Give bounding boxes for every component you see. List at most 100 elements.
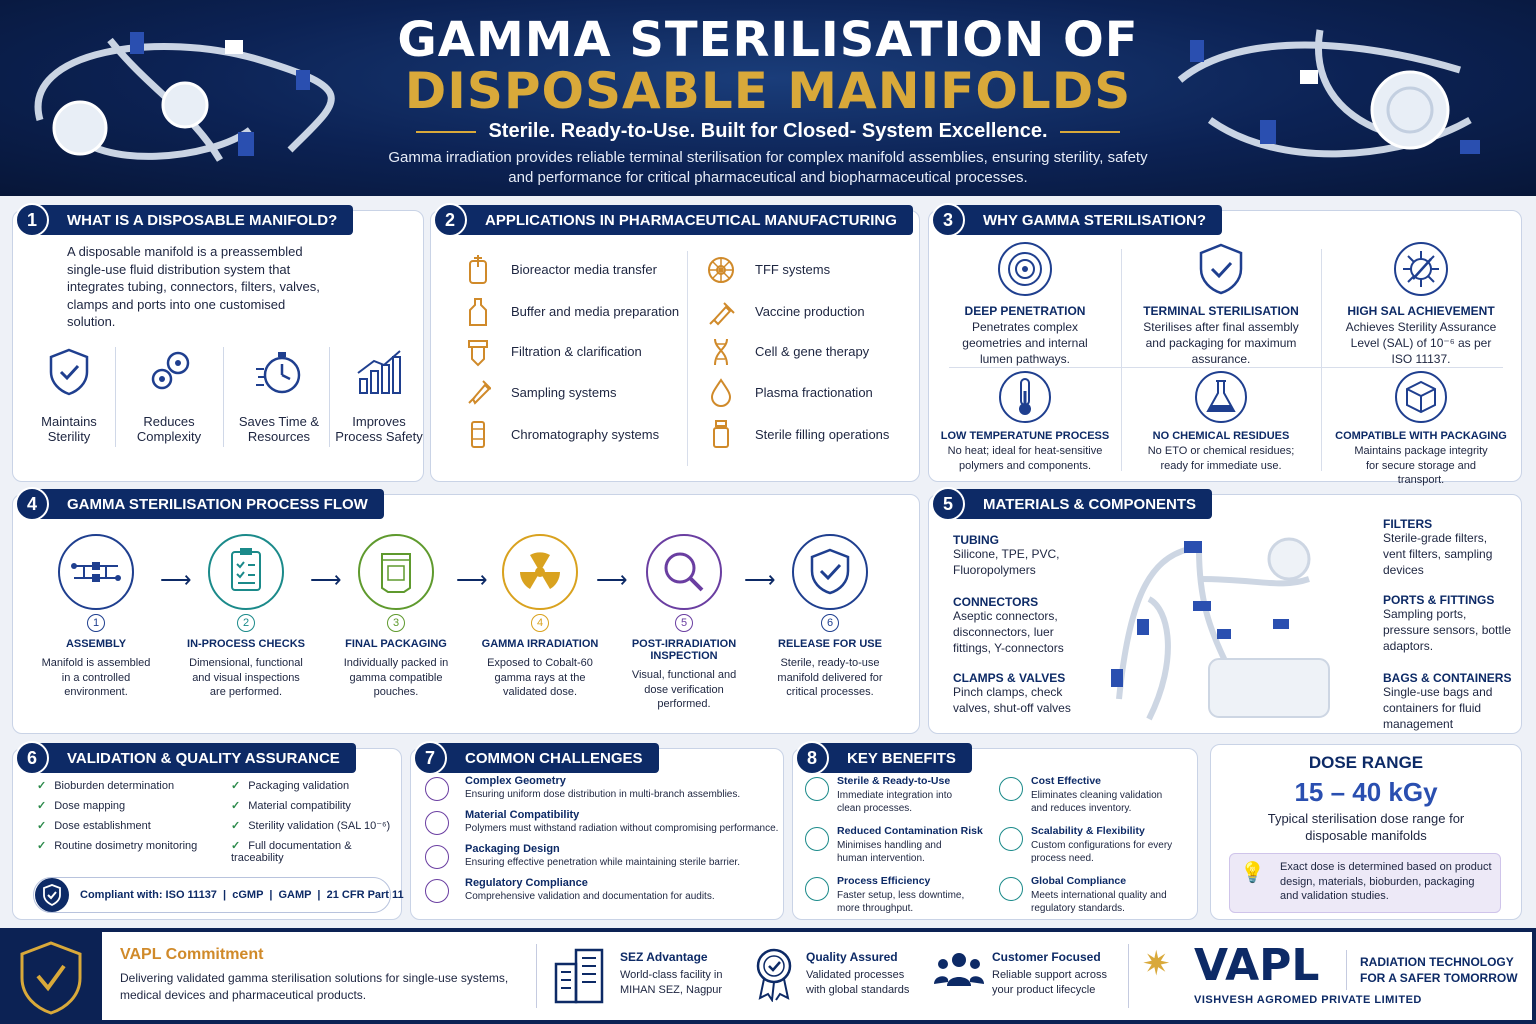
- benefit-title: Cost Effective: [1031, 775, 1102, 787]
- shield-check-icon: [805, 777, 829, 801]
- section-number: 2: [433, 203, 467, 237]
- tff-icon: [707, 255, 735, 290]
- benefit-text: Minimises handling and human interventio…: [837, 840, 942, 864]
- validation-item: ✓Material compatibility: [231, 800, 351, 812]
- challenge-title: Complex Geometry: [465, 775, 566, 787]
- application-item: Plasma fractionation: [755, 385, 873, 400]
- arrow-right-icon: ⟶: [310, 567, 342, 592]
- challenge-text: Polymers must withstand radiation withou…: [465, 823, 779, 834]
- step-number: 5: [675, 614, 693, 632]
- why-text: Sterilises after final assembly and pack…: [1143, 320, 1299, 366]
- section-title: GAMMA STERILISATION PROCESS FLOW: [67, 496, 368, 513]
- feature-row: Maintains Sterility Reduces Complexity S…: [13, 347, 425, 457]
- clipboard-icon: [231, 548, 261, 591]
- hero-title-line1: GAMMA STERILISATION OF: [397, 12, 1139, 68]
- flask-icon: [805, 827, 829, 851]
- validation-item: ✓Dose mapping: [37, 800, 126, 812]
- filter-icon: [465, 337, 491, 372]
- application-item: Vaccine production: [755, 304, 865, 319]
- divider: [1346, 950, 1347, 990]
- bottle-icon: [465, 297, 491, 332]
- dose-range-panel: DOSE RANGE 15 – 40 kGy Typical sterilisa…: [1210, 744, 1522, 920]
- divider: [949, 367, 1503, 368]
- coin-icon: [999, 777, 1023, 801]
- step-checks-circle: [208, 534, 284, 610]
- section-number: 4: [15, 487, 49, 521]
- material-text: Single-use bags and containers for fluid…: [1383, 685, 1493, 731]
- validation-item: ✓Full documentation & traceability: [231, 840, 352, 864]
- section-number: 7: [413, 741, 447, 775]
- material-text: Sampling ports, pressure sensors, bottle…: [1383, 607, 1512, 653]
- target-icon: [998, 242, 1052, 296]
- brand-full-name: VISHVESH AGROMED PRIVATE LIMITED: [1194, 994, 1422, 1006]
- lightbulb-icon: 💡: [1240, 862, 1265, 884]
- footer-item-title: Quality Assured: [806, 950, 898, 964]
- award-icon: [756, 948, 792, 1002]
- application-item: Buffer and media preparation: [511, 304, 680, 319]
- step-title: RELEASE FOR USE: [778, 638, 882, 650]
- radiation-icon: [520, 552, 560, 589]
- application-item: Bioreactor media transfer: [511, 262, 657, 277]
- validation-item: ✓Dose establishment: [37, 820, 151, 832]
- commitment-title: VAPL Commitment: [120, 946, 264, 963]
- material-title: FILTERS: [1383, 517, 1433, 531]
- challenge-title: Packaging Design: [465, 843, 560, 855]
- speedometer-icon: [805, 877, 829, 901]
- hero-description: Gamma irradiation provides reliable term…: [388, 149, 1148, 186]
- thermometer-icon: [999, 371, 1051, 423]
- why-compatible-packaging: COMPATIBLE WITH PACKAGING Maintains pack…: [1321, 371, 1521, 490]
- network-icon: [999, 827, 1023, 851]
- why-no-chemical: NO CHEMICAL RESIDUES No ETO or chemical …: [1121, 371, 1321, 475]
- material-bags: BAGS & CONTAINERS Single-use bags and co…: [1383, 671, 1513, 732]
- step-title: ASSEMBLY: [65, 638, 127, 650]
- bioreactor-icon: [465, 255, 491, 290]
- material-text: Silicone, TPE, PVC, Fluoropolymers: [953, 547, 1060, 577]
- box-icon: [1395, 371, 1447, 423]
- hero-tagline: Sterile. Ready-to-Use. Built for Closed-…: [0, 120, 1536, 143]
- step-number: 4: [531, 614, 549, 632]
- material-title: PORTS & FITTINGS: [1383, 593, 1495, 607]
- footer-item-text: World-class facility in MIHAN SEZ, Nagpu…: [620, 969, 723, 997]
- check-icon: ✓: [37, 800, 47, 812]
- divider: [115, 347, 116, 447]
- step-number: 1: [87, 614, 105, 632]
- challenge-text: Ensuring uniform dose distribution in mu…: [465, 789, 741, 800]
- check-icon: ✓: [231, 800, 241, 812]
- benefit-text: Faster setup, less downtime, more throug…: [837, 890, 965, 914]
- feature-label: Maintains Sterility: [41, 414, 97, 444]
- section-number: 1: [15, 203, 49, 237]
- footer-item-text: Validated processes with global standard…: [806, 969, 910, 997]
- why-text: Achieves Sterility Assurance Level (SAL)…: [1345, 320, 1497, 366]
- application-item: Sampling systems: [511, 385, 617, 400]
- compliance-text: Compliant with: ISO 11137 | cGMP | GAMP …: [80, 889, 404, 901]
- material-title: BAGS & CONTAINERS: [1383, 671, 1512, 685]
- flask-icon: [1195, 371, 1247, 423]
- why-text: Maintains package integrity for secure s…: [1354, 445, 1488, 487]
- section-title: WHY GAMMA STERILISATION?: [983, 212, 1207, 229]
- step-title: POST-IRRADIATION INSPECTION: [631, 638, 737, 662]
- why-title: TERMINAL STERILISATION: [1143, 304, 1299, 318]
- feature-saves-time: Saves Time & Resources: [227, 347, 331, 444]
- arrow-right-icon: ⟶: [456, 567, 488, 592]
- dose-note-text: Exact dose is determined based on produc…: [1280, 861, 1492, 903]
- column-icon: [465, 419, 491, 454]
- why-deep-penetration: DEEP PENETRATION Penetrates complex geom…: [929, 241, 1121, 369]
- section-number: 8: [795, 741, 829, 775]
- challenge-title: Regulatory Compliance: [465, 877, 588, 889]
- material-ports: PORTS & FITTINGS Sampling ports, pressur…: [1383, 593, 1513, 654]
- section-process-flow: 4 GAMMA STERILISATION PROCESS FLOW: [12, 487, 920, 734]
- vapl-shield-logo-icon: [20, 941, 82, 1015]
- feature-label: Reduces Complexity: [136, 414, 202, 444]
- brand-logo: VAPL: [1194, 940, 1320, 991]
- section-title: MATERIALS & COMPONENTS: [983, 496, 1197, 513]
- challenge-text: Ensuring effective penetration while mai…: [465, 857, 740, 868]
- why-title: NO CHEMICAL RESIDUES: [1152, 430, 1290, 442]
- section-number: 6: [15, 741, 49, 775]
- arrow-right-icon: ⟶: [744, 567, 776, 592]
